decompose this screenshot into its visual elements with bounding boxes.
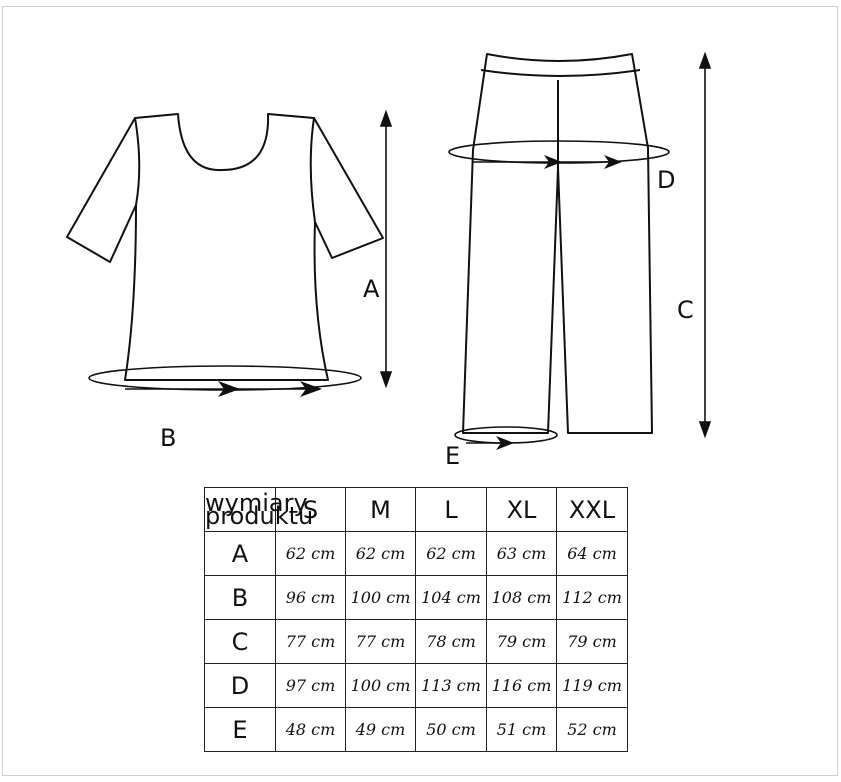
row-label: C xyxy=(204,619,276,664)
measure-arrow-a xyxy=(379,109,393,389)
measurement-cell: 112 cm xyxy=(556,575,628,620)
measurement-cell: 116 cm xyxy=(486,663,557,708)
label-b: B xyxy=(160,424,176,452)
measurement-cell: 77 cm xyxy=(275,619,346,664)
size-header: S xyxy=(275,487,346,532)
measurement-cell: 104 cm xyxy=(415,575,487,620)
measurement-cell: 64 cm xyxy=(556,531,628,576)
row-label: D xyxy=(204,663,276,708)
row-label: B xyxy=(204,575,276,620)
table-row: A 62 cm 62 cm 62 cm 63 cm 64 cm xyxy=(204,531,628,576)
table-corner-label: wymiary produktu xyxy=(204,487,313,532)
row-label: A xyxy=(204,531,276,576)
trousers-outline xyxy=(462,53,653,434)
measurement-cell: 52 cm xyxy=(556,707,628,752)
measurement-cell: 77 cm xyxy=(345,619,416,664)
corner-line-2: produktu xyxy=(205,501,314,530)
measurement-cell: 50 cm xyxy=(415,707,487,752)
measurement-cell: 119 cm xyxy=(556,663,628,708)
size-header: XXL xyxy=(556,487,628,532)
size-chart-table: wymiary produktu S M L XL XXL A 62 cm 62… xyxy=(204,487,628,752)
table-row: C 77 cm 77 cm 78 cm 79 cm 79 cm xyxy=(204,619,628,664)
measurement-cell: 62 cm xyxy=(345,531,416,576)
measure-ellipse-e xyxy=(454,426,558,450)
label-c: C xyxy=(677,296,694,324)
table-row: E 48 cm 49 cm 50 cm 51 cm 52 cm xyxy=(204,707,628,752)
image-frame xyxy=(2,6,838,776)
measurement-cell: 63 cm xyxy=(486,531,557,576)
measurement-cell: 113 cm xyxy=(415,663,487,708)
measurement-cell: 62 cm xyxy=(415,531,487,576)
measurement-cell: 48 cm xyxy=(275,707,346,752)
measurement-cell: 97 cm xyxy=(275,663,346,708)
tshirt-outline xyxy=(66,113,384,381)
size-header: L xyxy=(415,487,487,532)
size-header: M xyxy=(345,487,416,532)
table-row: B 96 cm 100 cm 104 cm 108 cm 112 cm xyxy=(204,575,628,620)
measure-ellipse-d xyxy=(448,140,670,169)
measurement-cell: 79 cm xyxy=(556,619,628,664)
measurement-cell: 51 cm xyxy=(486,707,557,752)
label-d: D xyxy=(657,166,675,194)
table-row: D 97 cm 100 cm 113 cm 116 cm 119 cm xyxy=(204,663,628,708)
row-label: E xyxy=(204,707,276,752)
measurement-cell: 62 cm xyxy=(275,531,346,576)
measurement-cell: 100 cm xyxy=(345,663,416,708)
label-a: A xyxy=(363,275,380,303)
size-header: XL xyxy=(486,487,557,532)
measurement-cell: 78 cm xyxy=(415,619,487,664)
size-header-row: wymiary produktu S M L XL XXL xyxy=(204,487,628,532)
measure-arrow-c xyxy=(698,51,712,439)
measure-ellipse-b xyxy=(88,365,362,397)
label-e: E xyxy=(445,442,460,470)
measurement-cell: 108 cm xyxy=(486,575,557,620)
measurement-cell: 49 cm xyxy=(345,707,416,752)
measurement-cell: 100 cm xyxy=(345,575,416,620)
measurement-cell: 96 cm xyxy=(275,575,346,620)
measurement-cell: 79 cm xyxy=(486,619,557,664)
